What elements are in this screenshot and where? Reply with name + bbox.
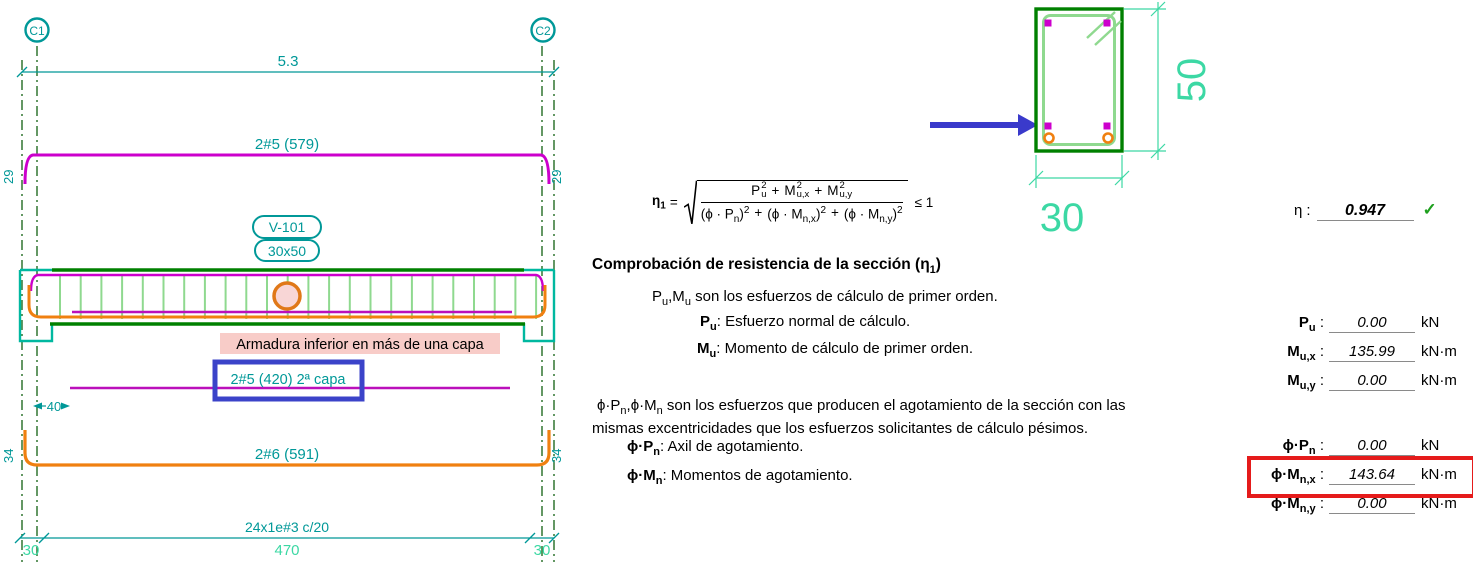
dim-clear-span: 470 [274,542,299,559]
section-width-dimension [1028,155,1130,188]
dim-support-right: 30 [534,542,551,559]
top-hook-right-label: 29 [549,170,564,184]
formula-lhs: η1 [652,193,666,212]
beam-bottom-bar-inner [27,285,547,319]
bottom-hook-left-label: 34 [1,449,16,463]
column-axis-lines [21,46,555,562]
column-label-c1: C1 [29,24,45,38]
top-bar-label: 2#5 (579) [255,136,319,153]
bottom-dimension [14,532,560,544]
result-row-phi-pn: ϕ·Pn : 0.00 kN [1282,437,1440,457]
formula-denominator: (ϕ · Pn)2 + (ϕ · Mn,x)2 + (ϕ · Mn,y)2 [700,205,903,226]
red-highlight-box [1247,456,1473,498]
section-outline [1034,7,1124,153]
top-bar[interactable] [23,153,551,185]
result-unit-pu: kN [1421,314,1440,331]
result-value-phi-pn: 0.00 [1329,437,1415,456]
beam-top-bar-inner [29,273,545,292]
column-label-c2: C2 [535,24,551,38]
section-width-label: 30 [1040,196,1085,240]
span-dimension-label: 5.3 [278,53,299,70]
section-pointer-arrow [930,114,1038,136]
beam-size-tag[interactable]: 30x50 [254,239,320,262]
top-hook-left-label: 29 [1,170,16,184]
result-row-phi-mny: ϕ·Mn,y : 0.00 kN·m [1271,495,1457,515]
capacity-paragraph-line2: mismas excentricidades que los esfuerzos… [592,420,1089,437]
offset-dimension-label: 40 [47,399,61,414]
result-row-muy: Mu,y : 0.00 kN·m [1287,372,1457,392]
eta-result-row: η : 0.947 ✓ [1294,200,1437,221]
phi-pn-definition: ϕ·Pn: Axil de agotamiento. [627,438,804,458]
bottom-bar-label: 2#6 (591) [255,446,319,463]
result-unit-mux: kN·m [1421,343,1457,360]
section-top-bars [1044,19,1111,130]
mu-definition: Mu: Momento de cálculo de primer orden. [697,340,974,360]
span-dimension [16,66,560,78]
eta-colon: : [1306,202,1311,219]
midspan-marker[interactable] [272,281,302,311]
result-value-muy: 0.00 [1329,372,1415,391]
bottom-hook-right-label: 34 [549,449,564,463]
stirrup-spacing-label: 24x1e#3 c/20 [245,519,329,535]
warning-highlight [220,333,500,354]
capacity-paragraph-line1: ϕ·Pn,ϕ·Mn son los esfuerzos que producen… [597,397,1126,417]
section-height-label: 50 [1170,58,1214,103]
section-bottom-bars [1043,132,1114,144]
first-order-paragraph: Pu,Mu son los esfuerzos de cálculo de pr… [652,288,998,308]
result-row-pu: Pu : 0.00 kN [1298,314,1440,334]
result-value-phi-mny: 0.00 [1329,495,1415,514]
beam-size-label: 30x50 [268,243,306,259]
beam-elevation-drawing[interactable]: C1 C2 5.3 2#5 (579) 29 29 V-101 30x50 [0,0,600,568]
beam-name-tag[interactable]: V-101 [252,215,322,239]
result-unit-phi-mnx: kN·m [1421,466,1457,483]
warning-label: Armadura inferior en más de una capa [236,337,484,353]
section-check-heading: Comprobación de resistencia de la secció… [592,256,941,277]
offset-dimension [33,402,70,410]
radical-hook [683,180,697,224]
formula-equals: = [669,195,678,211]
pu-definition: Pu: Esfuerzo normal de cálculo. [700,313,911,333]
column-bubble-c2[interactable]: C2 [530,17,556,43]
eta-value-field: 0.947 [1316,202,1414,221]
section-height-dimension [1124,1,1166,160]
second-layer-bar-label: 2#5 (420) 2ª capa [230,372,346,388]
result-row-phi-mnx: ϕ·Mn,x : 143.64 kN·m [1271,466,1457,486]
section-hatch [1086,11,1122,46]
selection-box[interactable] [212,359,365,402]
beam-chords [50,268,525,326]
cross-section-drawing[interactable]: 50 30 [918,0,1218,250]
result-unit-phi-pn: kN [1421,437,1440,454]
bottom-bar[interactable] [23,430,551,467]
result-unit-muy: kN·m [1421,372,1457,389]
result-value-pu: 0.00 [1329,314,1415,333]
result-unit-phi-mny: kN·m [1421,495,1457,512]
beam-name-label: V-101 [269,219,306,235]
check-pass-icon: ✓ [1422,200,1437,219]
result-value-mux: 135.99 [1329,343,1415,362]
result-row-mux: Mu,x : 135.99 kN·m [1287,343,1457,363]
result-value-phi-mnx: 143.64 [1329,466,1415,485]
dim-support-left: 30 [23,542,40,559]
column-bubble-c1[interactable]: C1 [24,17,50,43]
phi-mn-definition: ϕ·Mn: Momentos de agotamiento. [627,467,853,487]
section-stirrup [1042,14,1116,146]
formula-limit: ≤ 1 [914,195,934,211]
eta-symbol: η [1294,202,1303,219]
eta-value: 0.947 [1344,202,1386,219]
